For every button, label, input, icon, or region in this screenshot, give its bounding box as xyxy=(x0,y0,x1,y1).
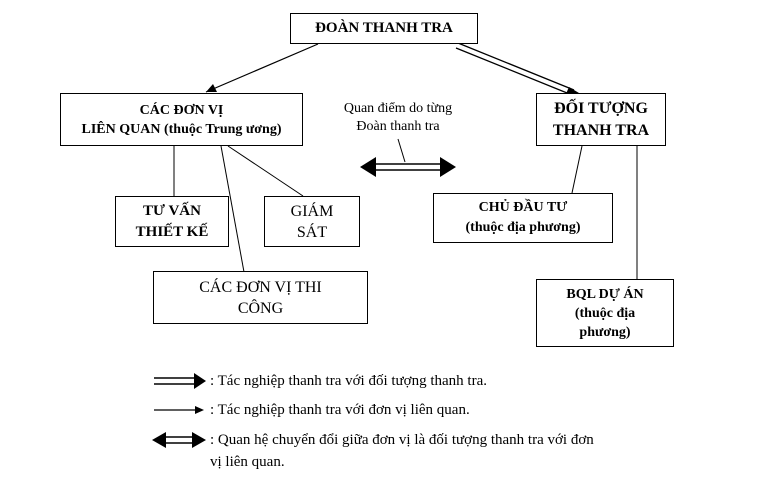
node-related-units: CÁC ĐƠN VỊ LIÊN QUAN (thuộc Trung ương) xyxy=(60,93,303,146)
node-investor-line2: (thuộc địa phương) xyxy=(465,220,581,235)
node-construction-line2: CÔNG xyxy=(237,299,284,317)
node-inspected-line1: ĐỐI TƯỢNG xyxy=(554,99,648,117)
legend-text-conversion: : Quan hệ chuyển đổi giữa đơn vị là đối … xyxy=(210,432,594,448)
node-inspected-line2: THANH TRA xyxy=(552,121,650,139)
legend-item-conversion: : Quan hệ chuyển đổi giữa đơn vị là đối … xyxy=(210,429,730,473)
node-construction-line1: CÁC ĐƠN VỊ THI xyxy=(199,278,322,296)
legend-text-conversion-cont: vị liên quan. xyxy=(210,454,285,470)
node-inspected: ĐỐI TƯỢNG THANH TRA xyxy=(536,93,666,146)
legend-two-headed-arrow-icon xyxy=(152,432,206,448)
node-supervision-line1: GIÁM xyxy=(290,202,334,220)
node-root: ĐOÀN THANH TRA xyxy=(290,13,478,44)
node-investor: CHỦ ĐẦU TƯ (thuộc địa phương) xyxy=(433,193,613,243)
node-supervision: GIÁM SÁT xyxy=(264,196,360,247)
legend-item-related: : Tác nghiệp thanh tra với đơn vị liên q… xyxy=(210,399,470,421)
arrow-root-to-related xyxy=(205,43,319,93)
middle-note-line1: Quan điểm do từng xyxy=(343,101,453,116)
node-related-line2: LIÊN QUAN (thuộc Trung ương) xyxy=(81,121,282,137)
two-headed-arrow-middle xyxy=(360,138,456,177)
arrowhead-related xyxy=(206,84,217,92)
node-pmb-line3: phương) xyxy=(579,324,631,340)
node-design-line1: TƯ VẤN xyxy=(143,202,201,219)
node-supervision-line2: SÁT xyxy=(296,223,328,241)
node-construction: CÁC ĐƠN VỊ THI CÔNG xyxy=(153,271,368,324)
arrow-root-to-inspected-b xyxy=(455,47,573,96)
link-related-supervision xyxy=(227,145,304,197)
legend-item-inspected: : Tác nghiệp thanh tra với đối tượng tha… xyxy=(210,370,487,392)
middle-note: Quan điểm do từng Đoàn thanh tra xyxy=(318,100,478,136)
node-related-line1: CÁC ĐƠN VỊ xyxy=(139,102,224,118)
node-design-line2: THIẾT KẾ xyxy=(135,223,209,240)
legend-text-inspected: : Tác nghiệp thanh tra với đối tượng tha… xyxy=(210,373,487,389)
node-design: TƯ VẤN THIẾT KẾ xyxy=(115,196,229,247)
link-inspected-investor xyxy=(571,145,583,194)
node-root-label: ĐOÀN THANH TRA xyxy=(315,20,453,36)
node-investor-line1: CHỦ ĐẦU TƯ xyxy=(478,200,568,215)
link-related-construction xyxy=(220,145,245,273)
node-pmb-line2: (thuộc địa xyxy=(574,305,636,321)
legend-double-line-arrow-icon xyxy=(154,373,206,389)
legend-text-related: : Tác nghiệp thanh tra với đơn vị liên q… xyxy=(210,402,470,418)
arrow-root-to-inspected-a xyxy=(457,42,575,91)
node-pmb-line1: BQL DỰ ÁN xyxy=(566,286,644,302)
middle-note-line2: Đoàn thanh tra xyxy=(356,119,440,134)
legend-single-line-arrow-icon xyxy=(154,406,204,414)
node-pmb: BQL DỰ ÁN (thuộc địa phương) xyxy=(536,279,674,347)
